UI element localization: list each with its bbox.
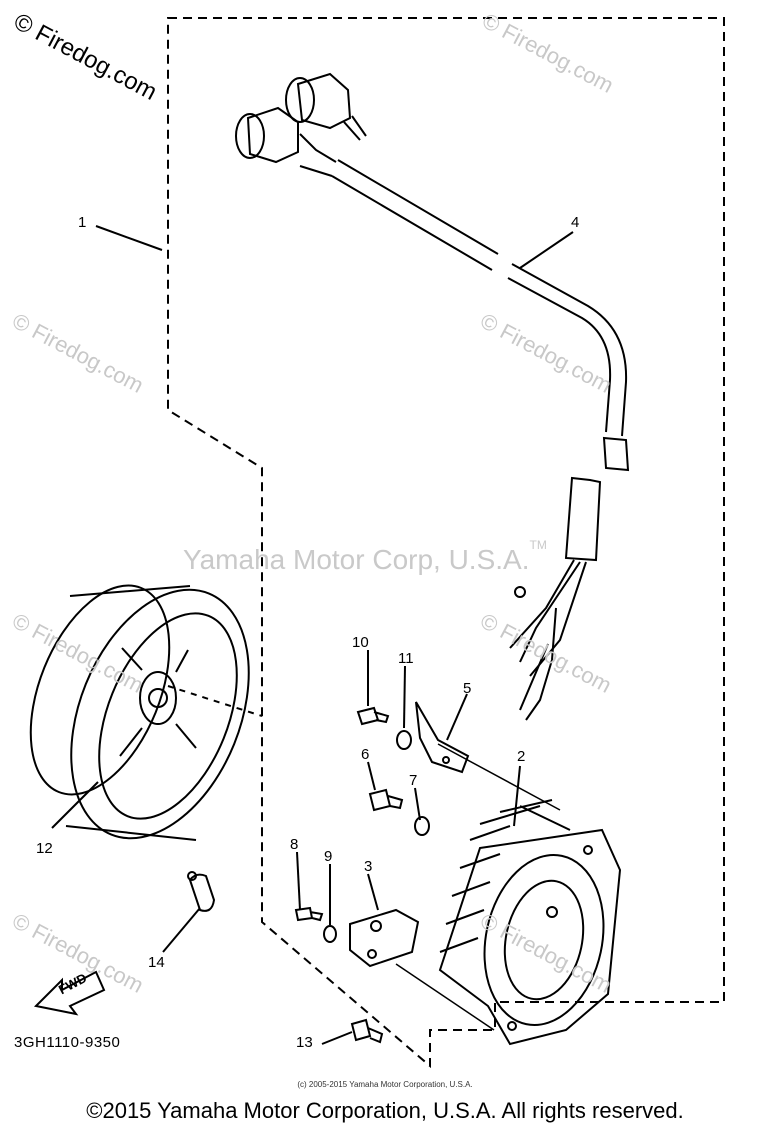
part-code: 3GH1110-9350 [14, 1034, 121, 1051]
callout-14: 14 [148, 954, 165, 971]
leader-7 [414, 787, 421, 821]
leader-2 [513, 765, 521, 827]
leader-3 [367, 873, 379, 911]
callout-10: 10 [352, 634, 369, 651]
callout-13: 13 [296, 1034, 313, 1051]
clip [187, 871, 216, 912]
trademark-mark: TM [529, 537, 547, 552]
callout-5: 5 [463, 680, 472, 697]
callout-8: 8 [290, 836, 299, 853]
callout-2: 2 [517, 748, 526, 765]
screw-6 [368, 788, 404, 812]
wire-harness [235, 72, 630, 721]
washer-7 [414, 816, 430, 836]
copyright-footer: ©2015 Yamaha Motor Corporation, U.S.A. A… [86, 1098, 684, 1123]
leader-4 [519, 231, 574, 269]
callout-4: 4 [571, 214, 580, 231]
leader-1 [95, 225, 163, 251]
flywheel-rotor [29, 584, 250, 841]
washer-11 [396, 730, 412, 750]
leader-5 [446, 693, 468, 741]
screw-8 [294, 906, 324, 922]
leader-11 [403, 665, 406, 729]
callout-1: 1 [78, 214, 87, 231]
callout-7: 7 [409, 772, 418, 789]
callout-11: 11 [398, 650, 414, 667]
callout-6: 6 [361, 746, 370, 763]
watermark-center: Yamaha Motor Corp, U.S.A.TM [183, 537, 547, 575]
leader-6 [367, 761, 376, 791]
copyright-small: (c) 2005-2015 Yamaha Motor Corporation, … [297, 1080, 473, 1089]
plate-axis [437, 743, 561, 811]
leader-8 [296, 851, 301, 911]
assembly-boundary [167, 17, 725, 1069]
callout-9: 9 [324, 848, 333, 865]
screw-13 [350, 1018, 384, 1044]
bracket [415, 701, 470, 774]
washer-9 [323, 925, 337, 943]
callout-12: 12 [36, 840, 53, 857]
flywheel-axis [167, 685, 263, 717]
fwd-arrow [33, 970, 106, 1016]
stator-housing [438, 799, 622, 1046]
callout-3: 3 [364, 858, 373, 875]
leader-13 [321, 1031, 353, 1045]
leader-14 [162, 907, 201, 953]
screw-10 [356, 706, 390, 726]
pickup-axis [395, 963, 495, 1031]
pickup-coil [349, 908, 420, 968]
